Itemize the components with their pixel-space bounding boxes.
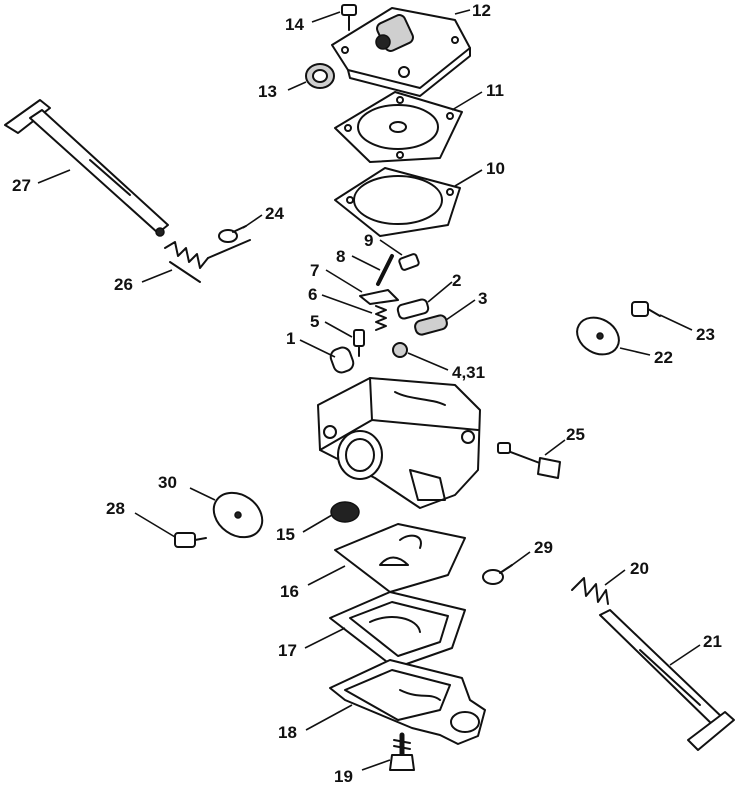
part-16-metering-gasket	[334, 523, 466, 593]
callout-12: 12	[472, 1, 491, 20]
part-9-screw	[398, 253, 420, 271]
part-25-adjusting-screw	[497, 442, 561, 479]
callout-26: 26	[114, 275, 133, 294]
callout-24: 24	[265, 204, 284, 223]
callout-22: 22	[654, 348, 673, 367]
part-15-filter-screen	[330, 501, 360, 523]
part-11-diaphragm	[334, 91, 463, 163]
callout-27: 27	[12, 176, 31, 195]
callout-16: 16	[280, 582, 299, 601]
callout-10: 10	[486, 159, 505, 178]
callout-28: 28	[106, 499, 125, 518]
callout-30: 30	[158, 473, 177, 492]
part-28-screw	[174, 532, 207, 548]
part-21-choke-shaft	[599, 609, 735, 751]
part-10-gasket	[334, 167, 461, 237]
carburetor-body	[317, 377, 481, 509]
part-24-screw	[218, 225, 247, 243]
callout-20: 20	[630, 559, 649, 578]
part-7-lever	[359, 289, 399, 305]
part-19-screw	[389, 732, 415, 771]
callout-9: 9	[364, 231, 373, 250]
part-17-gasket	[329, 591, 466, 669]
callout-8: 8	[336, 247, 345, 266]
part-12-cover	[331, 7, 471, 97]
part-30-plate	[212, 491, 264, 539]
part-27-throttle-shaft	[4, 99, 169, 237]
part-4-31-valve-seat	[392, 342, 408, 358]
part-1-plug	[329, 346, 355, 374]
callout-13: 13	[258, 82, 277, 101]
callout-21: 21	[703, 632, 722, 651]
callout-6: 6	[308, 285, 317, 304]
callout-19: 19	[334, 767, 353, 786]
part-22-plate	[576, 316, 620, 356]
part-8-pin	[376, 254, 394, 286]
part-14-screw	[341, 4, 357, 31]
part-18-cover	[329, 659, 486, 745]
callout-29: 29	[534, 538, 553, 557]
part-5-needle	[353, 329, 365, 357]
callout-3: 3	[478, 289, 487, 308]
callout-1: 1	[286, 329, 295, 348]
part-6-spring	[375, 305, 387, 331]
part-23-screw	[631, 301, 661, 317]
callout-23: 23	[696, 325, 715, 344]
callout-7: 7	[310, 261, 319, 280]
part-20-spring	[571, 577, 609, 605]
callout-17: 17	[278, 641, 297, 660]
callout-2: 2	[452, 271, 461, 290]
callout-labels: 14 12 13 11 10 27 24 26 9 8 7 6 2 3 5 1 …	[12, 1, 722, 786]
callout-14: 14	[285, 15, 304, 34]
part-2-gasket	[396, 298, 430, 320]
callout-15: 15	[276, 525, 295, 544]
leader-lines	[37, 9, 701, 771]
part-26-torsion-spring	[164, 239, 251, 283]
part-3-filter	[414, 314, 448, 336]
callout-18: 18	[278, 723, 297, 742]
part-29-screw	[482, 564, 513, 585]
callout-25: 25	[566, 425, 585, 444]
part-13-seal-ring	[305, 63, 335, 89]
callout-5: 5	[310, 312, 319, 331]
callout-11: 11	[486, 81, 504, 100]
callout-4-31: 4,31	[452, 363, 485, 382]
